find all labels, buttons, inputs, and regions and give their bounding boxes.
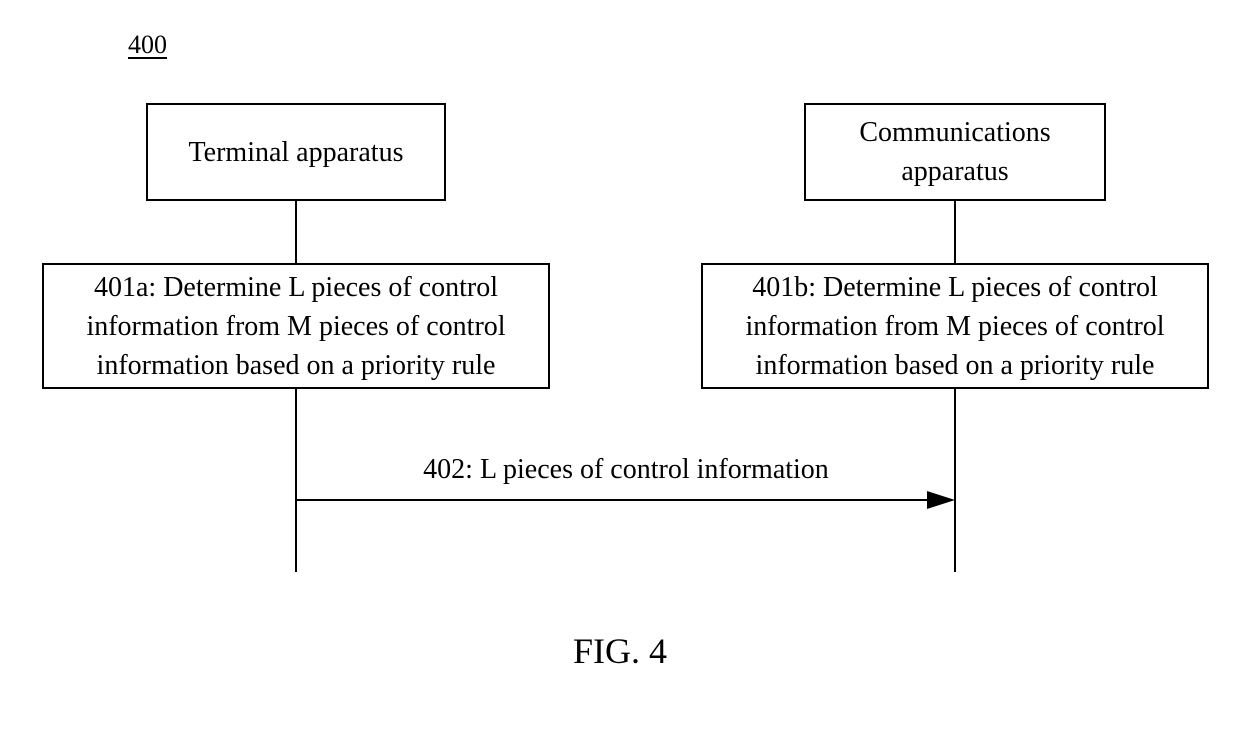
step-401a-box: 401a: Determine L pieces of control info… — [42, 263, 550, 389]
communications-apparatus-box: Communications apparatus — [804, 103, 1106, 201]
message-402-arrowhead — [927, 491, 955, 509]
step-401b-line-1: 401b: Determine L pieces of control — [745, 268, 1164, 307]
figure-reference-number: 400 — [128, 30, 167, 60]
terminal-apparatus-label-line-1: Terminal apparatus — [189, 133, 404, 172]
figure-caption: FIG. 4 — [0, 630, 1240, 672]
communications-apparatus-label-line-1: Communications — [859, 113, 1050, 152]
communications-apparatus-label-line-2: apparatus — [859, 152, 1050, 191]
message-402-label: 402: L pieces of control information — [296, 454, 956, 486]
step-401a-line-1: 401a: Determine L pieces of control — [86, 268, 505, 307]
step-401b-line-2: information from M pieces of control — [745, 307, 1164, 346]
step-401a-line-2: information from M pieces of control — [86, 307, 505, 346]
step-401a-line-3: information based on a priority rule — [86, 346, 505, 385]
step-401b-box: 401b: Determine L pieces of control info… — [701, 263, 1209, 389]
terminal-apparatus-box: Terminal apparatus — [146, 103, 446, 201]
step-401b-line-3: information based on a priority rule — [745, 346, 1164, 385]
